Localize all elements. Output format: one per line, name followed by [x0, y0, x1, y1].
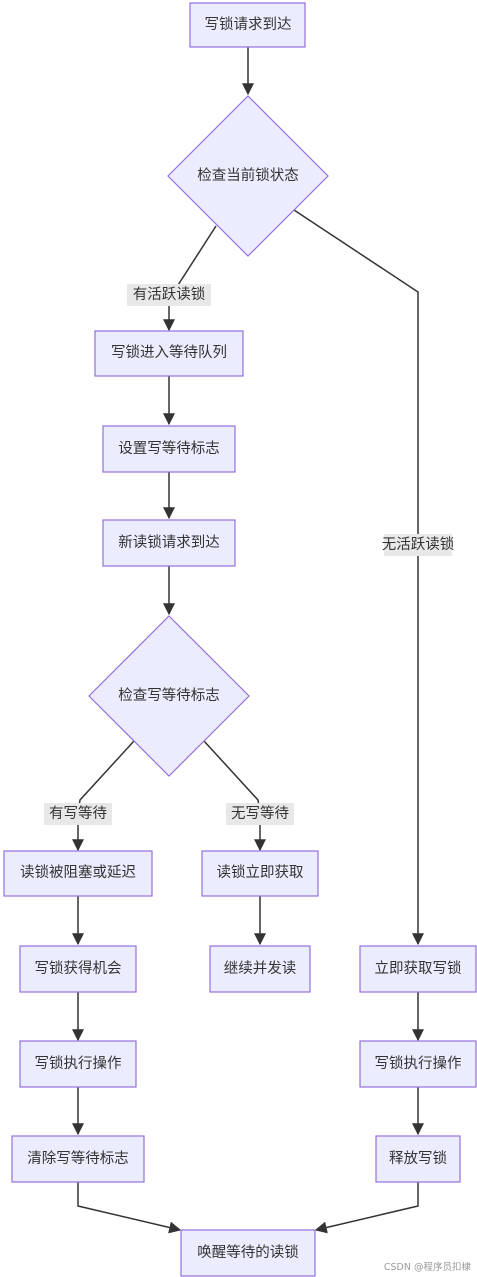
- node-read-blocked: 读锁被阻塞或延迟: [3, 850, 153, 897]
- node-write-lock-request: 写锁请求到达: [189, 2, 306, 48]
- edges: [72, 47, 424, 1234]
- edge-label-no-active-read: 无活跃读锁: [382, 534, 455, 556]
- node-continue-concurrent-read: 继续并发读: [209, 945, 311, 993]
- node-new-read-request: 新读锁请求到达: [102, 519, 236, 567]
- edge-label-text: 无写等待: [231, 804, 289, 822]
- edge-d1-n11: [293, 209, 424, 946]
- edge-label-text: 有活跃读锁: [133, 286, 206, 303]
- edge-label-has-active-read: 有活跃读锁: [127, 284, 211, 306]
- node-acquire-write-now: 立即获取写锁: [359, 945, 477, 993]
- node-release-write-lock: 释放写锁: [375, 1135, 461, 1183]
- decision-check-lock-state: 检查当前锁状态: [167, 95, 329, 257]
- node-wake-waiting-reads: 唤醒等待的读锁: [180, 1229, 316, 1277]
- node-clear-write-wait-flag: 清除写等待标志: [11, 1135, 145, 1183]
- node-label: 新读锁请求到达: [118, 534, 220, 551]
- edge-d2-n5: [72, 740, 135, 852]
- edge-n10-n14: [77, 1182, 182, 1234]
- node-write-execute-right: 写锁执行操作: [359, 1040, 477, 1088]
- node-label: 写锁获得机会: [35, 960, 122, 977]
- edge-d1-n2: [163, 225, 217, 332]
- decision-check-write-wait-flag: 检查写等待标志: [88, 615, 250, 777]
- node-write-enter-queue: 写锁进入等待队列: [94, 330, 244, 377]
- node-label: 设置写等待标志: [118, 439, 220, 457]
- edge-d2-n6: [203, 740, 266, 852]
- edge-n13-n14: [314, 1182, 419, 1234]
- edge-label-no-write-wait: 无写等待: [226, 803, 294, 825]
- edge-label-text: 有写等待: [49, 804, 107, 822]
- node-label: 释放写锁: [389, 1150, 447, 1167]
- node-label: 写锁执行操作: [35, 1055, 122, 1072]
- node-label: 写锁执行操作: [375, 1055, 462, 1072]
- node-write-gets-chance: 写锁获得机会: [19, 945, 137, 993]
- node-label: 读锁立即获取: [217, 864, 304, 881]
- node-label: 写锁进入等待队列: [111, 343, 227, 361]
- node-write-execute-left: 写锁执行操作: [19, 1040, 137, 1088]
- node-label: 立即获取写锁: [375, 960, 462, 977]
- node-label: 清除写等待标志: [27, 1149, 129, 1167]
- node-label: 写锁请求到达: [205, 16, 292, 33]
- node-set-write-wait-flag: 设置写等待标志: [102, 425, 236, 473]
- node-label: 唤醒等待的读锁: [197, 1243, 299, 1261]
- edge-label-has-write-wait: 有写等待: [44, 803, 112, 825]
- watermark-text: CSDN @程序员扣棣: [383, 1262, 471, 1273]
- node-label: 读锁被阻塞或延迟: [20, 863, 136, 881]
- node-label: 继续并发读: [224, 960, 297, 977]
- decision-label: 检查当前锁状态: [197, 167, 299, 184]
- node-read-acquire-now: 读锁立即获取: [201, 850, 319, 897]
- decision-label: 检查写等待标志: [118, 686, 220, 704]
- edge-label-text: 无活跃读锁: [382, 536, 455, 553]
